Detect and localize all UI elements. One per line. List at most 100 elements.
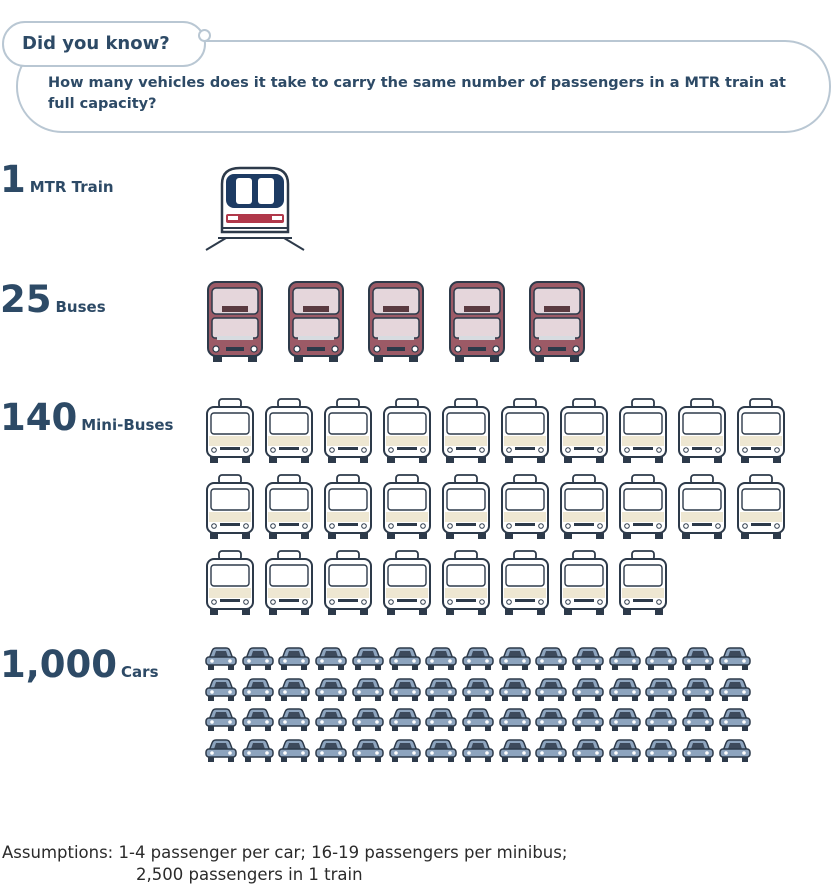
minibus-icon (500, 398, 550, 468)
car-icon (315, 706, 347, 736)
minibus-icon (382, 398, 432, 468)
minibus-icon (205, 398, 255, 468)
double-decker-bus-icon (447, 280, 507, 368)
double-decker-bus-icon (366, 280, 426, 368)
car-icon (682, 676, 714, 706)
car-icon (425, 737, 457, 767)
car-icon (352, 676, 384, 706)
assumptions-note: Assumptions: 1-4 passenger per car; 16-1… (2, 842, 567, 886)
train-icon (200, 162, 310, 258)
car-icon (608, 737, 641, 767)
car-icon (315, 645, 347, 675)
minibus-icon (559, 474, 609, 544)
car-icon (205, 676, 237, 706)
car-icon (572, 706, 604, 736)
minibus-icon (736, 474, 786, 544)
minibus-icon (500, 550, 550, 620)
car-icon (498, 706, 531, 736)
car-icon (315, 737, 347, 767)
minibus-icon (323, 474, 373, 544)
car-icon (535, 706, 568, 736)
did-you-know-tag (2, 21, 206, 67)
minibus-count: 140 (0, 396, 78, 439)
minibus-icon (323, 398, 373, 468)
minibus-icon (382, 474, 432, 544)
minibus-icon (205, 474, 255, 544)
car-icon (682, 706, 714, 736)
car-icon (352, 706, 384, 736)
car-icon (241, 706, 274, 736)
minibus-icon (205, 550, 255, 620)
bus-unit: Buses (55, 298, 106, 316)
car-icon (425, 706, 457, 736)
car-icon (241, 737, 274, 767)
car-icon (572, 676, 604, 706)
car-icon (572, 737, 604, 767)
minibus-icon (559, 550, 609, 620)
car-icon (608, 676, 641, 706)
car-icon (388, 737, 421, 767)
car-icon (608, 645, 641, 675)
tag-dot (198, 29, 211, 42)
car-icon (205, 706, 237, 736)
double-decker-bus-icon (286, 280, 346, 368)
car-icon (462, 737, 494, 767)
car-icon (498, 737, 531, 767)
minibus-icon (736, 398, 786, 468)
car-icon (645, 676, 678, 706)
car-icon (535, 737, 568, 767)
car-icon (498, 645, 531, 675)
car-icon (462, 645, 494, 675)
minibus-icon (323, 550, 373, 620)
car-icon (719, 645, 751, 675)
minibus-icon (677, 474, 727, 544)
minibus-icon (677, 398, 727, 468)
car-icon (498, 676, 531, 706)
car-icon (352, 645, 384, 675)
double-decker-bus-icon (205, 280, 265, 368)
car-unit: Cars (121, 663, 159, 681)
minibus-icon (264, 474, 314, 544)
car-icon (205, 737, 237, 767)
car-icon (278, 645, 311, 675)
car-icon (719, 676, 751, 706)
did-you-know-label: Did you know? (22, 33, 170, 54)
bus-count: 25 (0, 278, 52, 321)
question-text: How many vehicles does it take to carry … (48, 75, 786, 112)
car-icon (719, 737, 751, 767)
car-icon (645, 706, 678, 736)
minibus-icon (264, 398, 314, 468)
car-icon (645, 737, 678, 767)
car-icon (278, 737, 311, 767)
car-icon (462, 676, 494, 706)
minibus-icon (441, 550, 491, 620)
car-icon (388, 676, 421, 706)
car-icon (352, 737, 384, 767)
car-icon (608, 706, 641, 736)
minibus-unit: Mini-Buses (81, 416, 174, 434)
car-icon (462, 706, 494, 736)
car-icon (535, 676, 568, 706)
car-icon (278, 676, 311, 706)
minibus-icon (441, 398, 491, 468)
car-icon (241, 645, 274, 675)
car-count: 1,000 (0, 643, 118, 686)
car-icon (719, 706, 751, 736)
train-count: 1 (0, 158, 26, 201)
car-icon (535, 645, 568, 675)
car-icon (572, 645, 604, 675)
minibus-icon (618, 474, 668, 544)
minibus-icon (441, 474, 491, 544)
car-icon (425, 676, 457, 706)
car-icon (645, 645, 678, 675)
car-icon (425, 645, 457, 675)
car-icon (205, 645, 237, 675)
car-icon (388, 645, 421, 675)
assumptions-line-2: 2,500 passengers in 1 train (136, 865, 363, 884)
assumptions-line-1: Assumptions: 1-4 passenger per car; 16-1… (2, 843, 568, 862)
minibus-icon (618, 550, 668, 620)
